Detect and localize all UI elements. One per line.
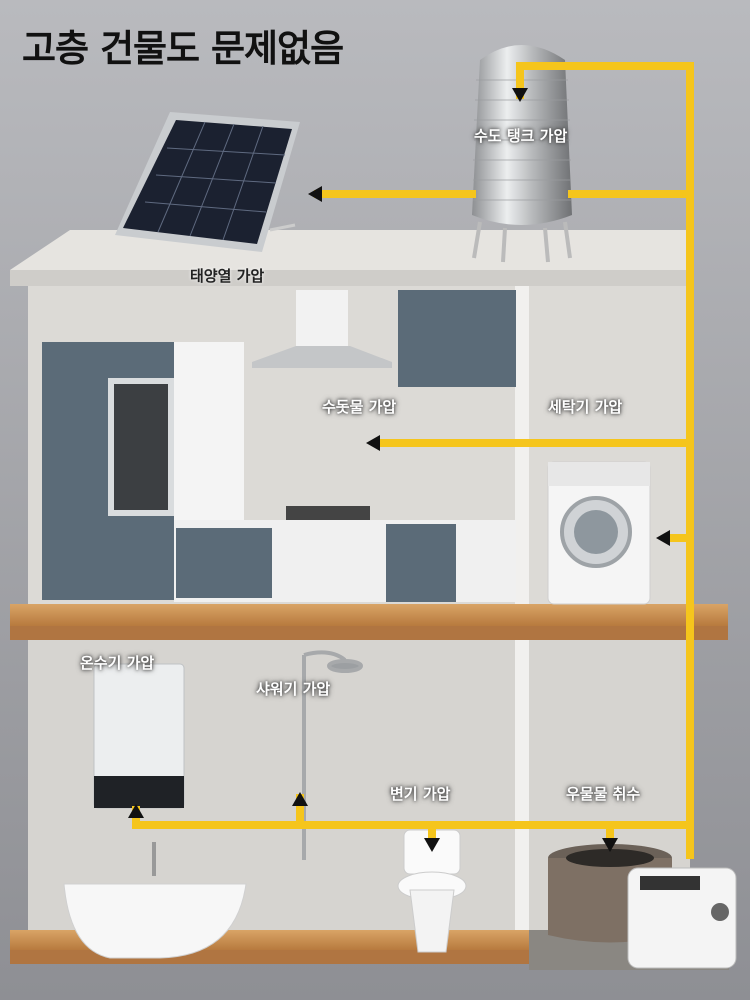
solar-panel-icon bbox=[115, 112, 300, 252]
roof-slab bbox=[10, 230, 690, 270]
label-shower: 샤워기 가압 bbox=[256, 680, 331, 698]
water-tank-icon bbox=[472, 45, 572, 263]
label-toilet: 변기 가압 bbox=[390, 785, 451, 803]
label-solar: 태양열 가압 bbox=[190, 267, 265, 285]
page-title: 고층 건물도 문제없음 bbox=[22, 27, 344, 70]
label-heater: 온수기 가압 bbox=[80, 654, 155, 672]
label-washer: 세탁기 가압 bbox=[548, 398, 623, 416]
label-faucet: 수돗물 가압 bbox=[322, 398, 397, 416]
washing-machine-icon bbox=[547, 461, 651, 605]
label-tank: 수도 탱크 가압 bbox=[474, 127, 568, 145]
kitchen-cabinets bbox=[42, 290, 516, 602]
upper-floor bbox=[10, 604, 728, 626]
pump-icon bbox=[627, 867, 737, 969]
range-hood-icon bbox=[252, 290, 392, 368]
flow-arrows bbox=[128, 88, 670, 852]
water-heater-icon bbox=[93, 663, 185, 809]
bathtub-icon bbox=[63, 842, 247, 959]
label-rain: 우물물 취수 bbox=[566, 785, 641, 803]
